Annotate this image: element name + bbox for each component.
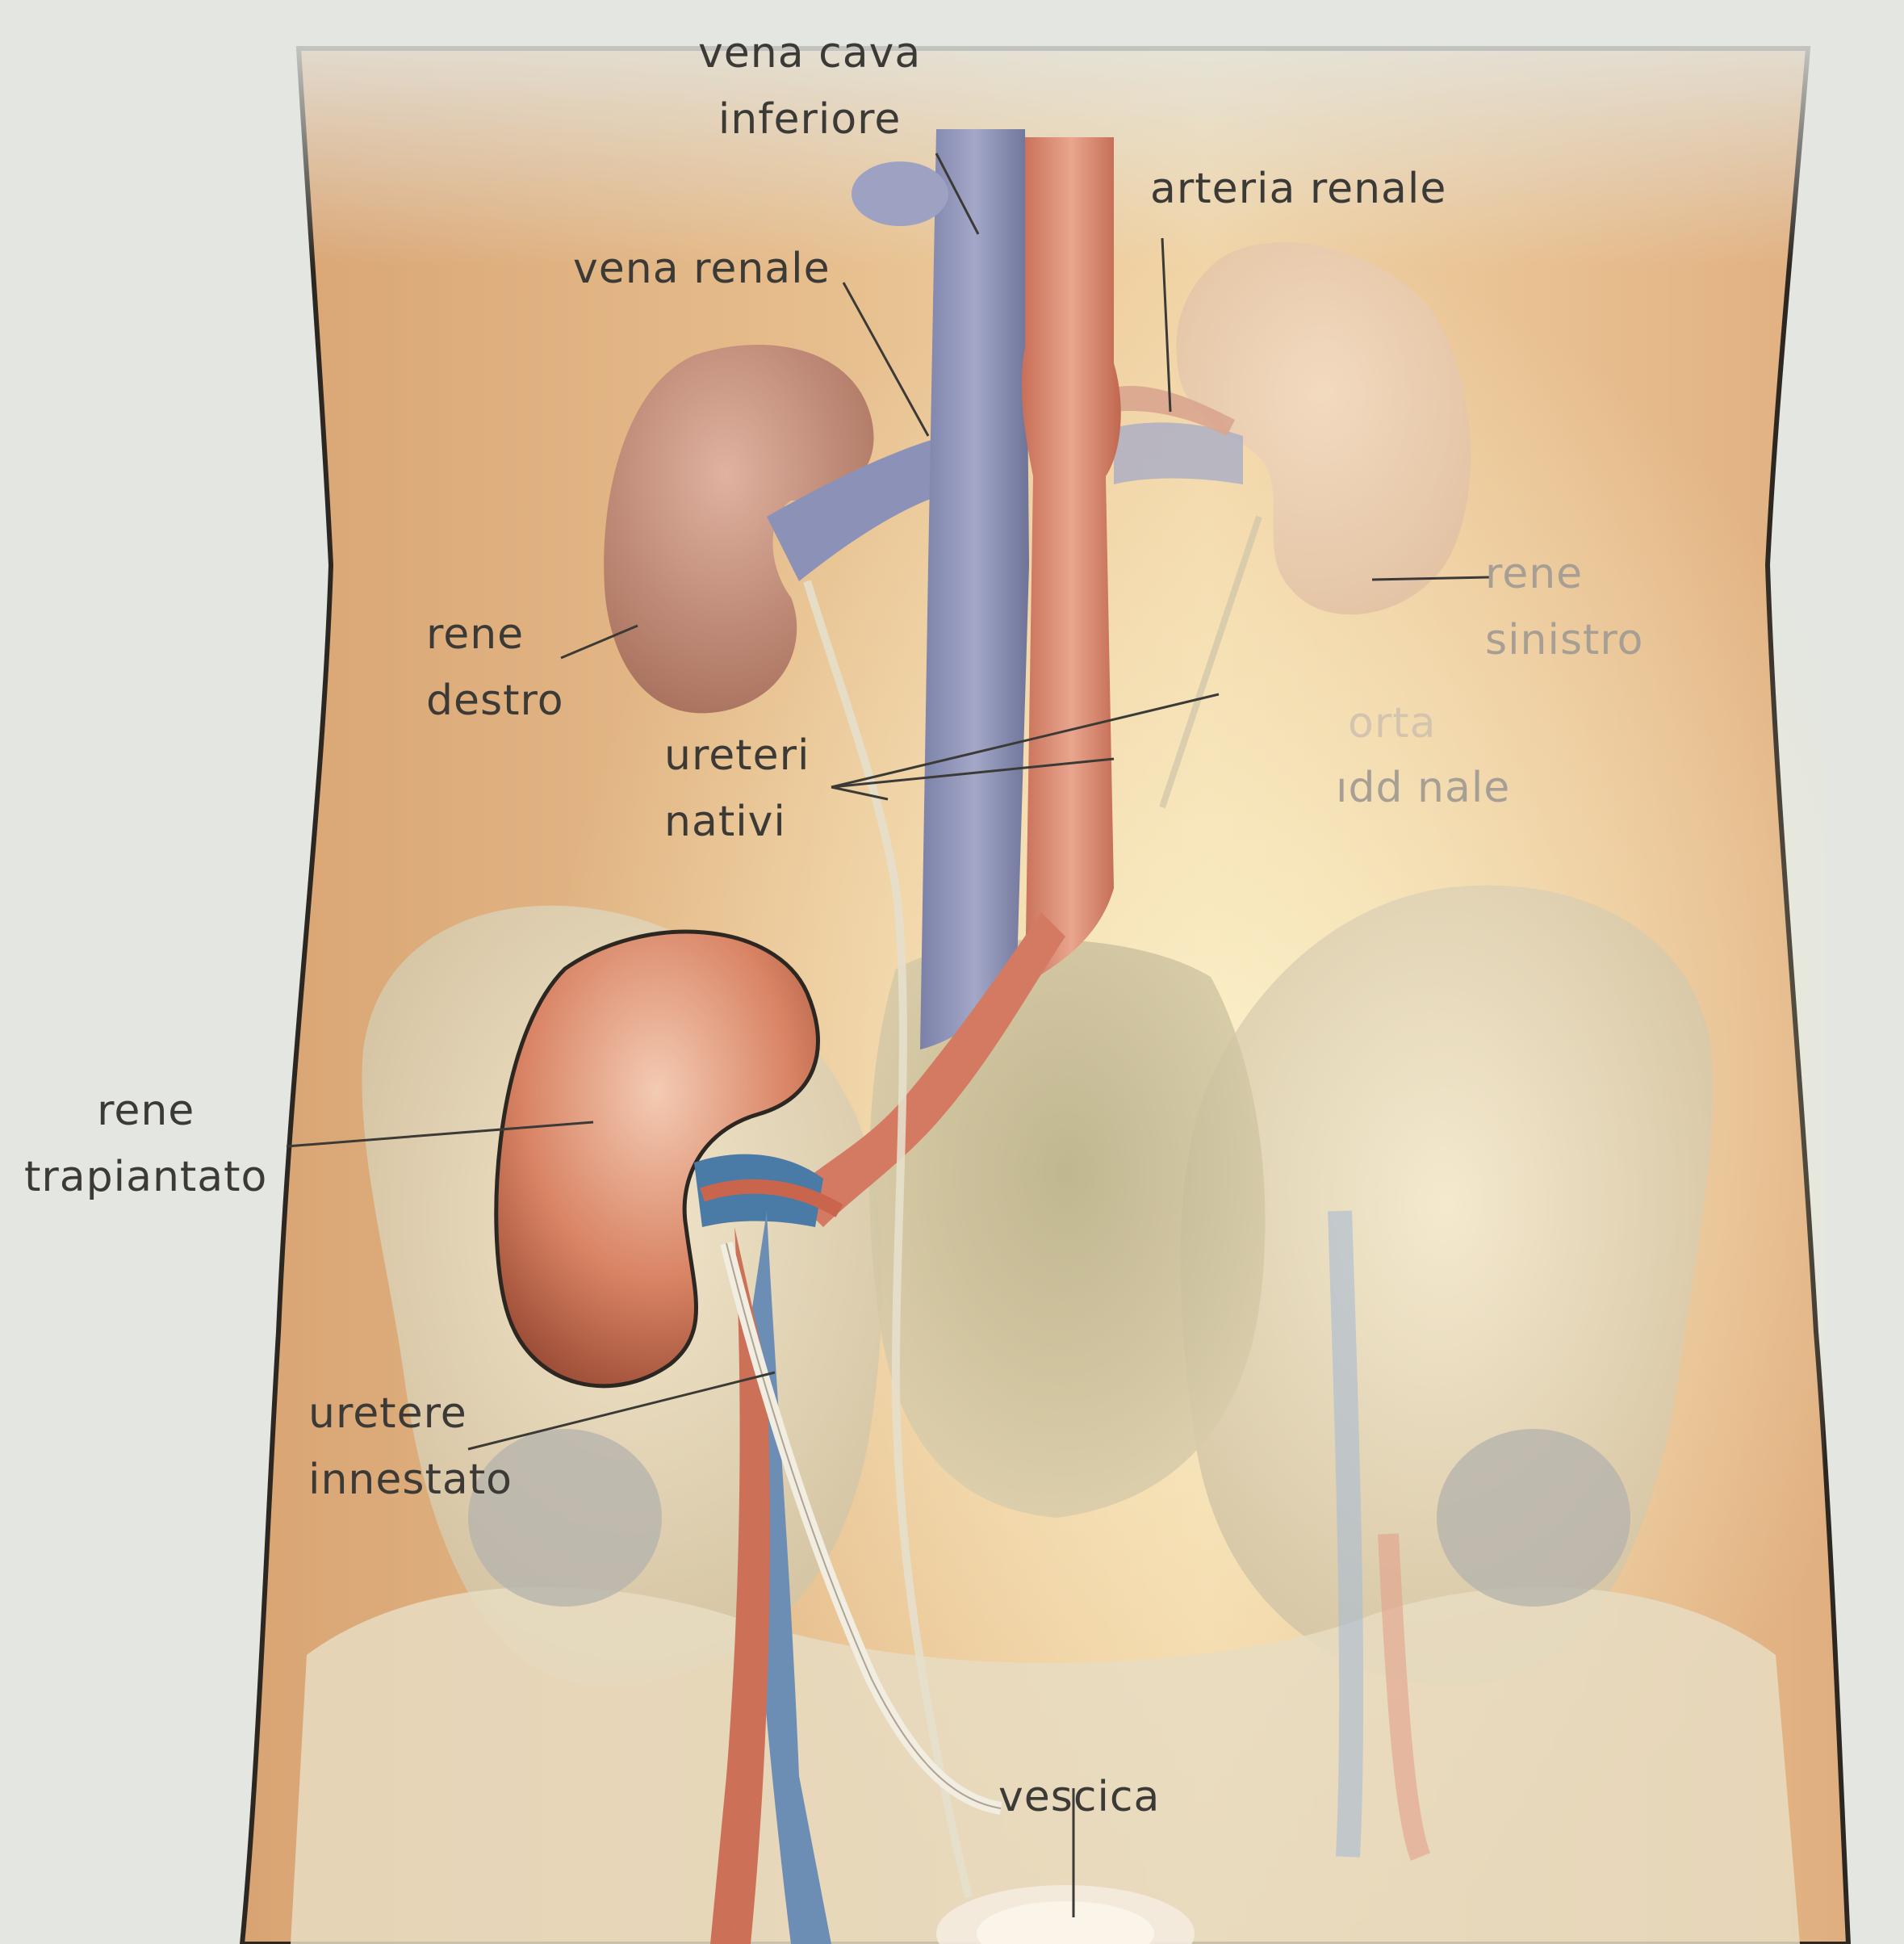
- label-addominale-partial-text: ıdd nale: [1336, 755, 1510, 821]
- label-vena-renale: vena renale: [573, 236, 831, 302]
- label-uretere-line1: uretere: [308, 1380, 513, 1447]
- label-rene-destro: rene destro: [426, 601, 564, 734]
- label-rene-destro-line1: rene: [426, 601, 564, 668]
- label-uretere-innestato: uretere innestato: [308, 1380, 513, 1513]
- label-arteria-renale: arteria renale: [1150, 156, 1446, 222]
- label-ureteri-line2: nativi: [664, 789, 810, 855]
- label-rene-sinistro: rene sinistro: [1485, 541, 1643, 673]
- label-addominale-partial: ıdd nale: [1336, 755, 1510, 821]
- label-vescica: vescica: [998, 1764, 1160, 1830]
- label-vena-cava-line2: inferiore: [698, 86, 921, 153]
- label-rene-trapiantato: rene trapiantato: [24, 1078, 267, 1210]
- label-rene-sinistro-line1: rene: [1485, 541, 1643, 607]
- label-ureteri-nativi: ureteri nativi: [664, 723, 810, 855]
- label-vena-cava-line1: vena cava: [698, 20, 921, 86]
- label-uretere-line2: innestato: [308, 1447, 513, 1513]
- label-ureteri-line1: ureteri: [664, 723, 810, 789]
- label-rene-sinistro-line2: sinistro: [1485, 607, 1643, 673]
- label-aorta-partial-text: orta: [1348, 690, 1436, 756]
- label-vescica-text: vescica: [998, 1764, 1160, 1830]
- label-aorta-partial: orta: [1348, 690, 1436, 756]
- label-vena-cava-inferiore: vena cava inferiore: [698, 20, 921, 153]
- label-rene-trapiantato-line2: trapiantato: [24, 1144, 267, 1210]
- label-vena-renale-text: vena renale: [573, 236, 831, 302]
- label-rene-trapiantato-line1: rene: [24, 1078, 267, 1144]
- label-arteria-renale-text: arteria renale: [1150, 156, 1446, 222]
- label-rene-destro-line2: destro: [426, 668, 564, 734]
